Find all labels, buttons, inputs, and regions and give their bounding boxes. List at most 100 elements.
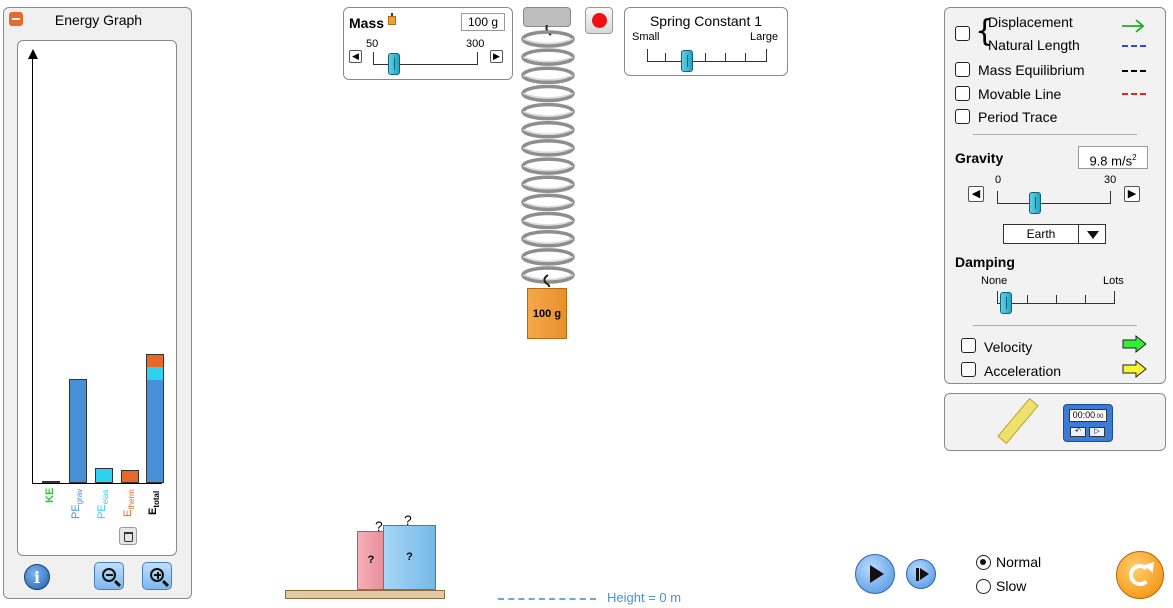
zoom-in-icon <box>150 568 164 582</box>
spring-mount <box>523 7 571 27</box>
step-icon <box>916 568 919 581</box>
gravity-max-label: 30 <box>1104 174 1117 186</box>
mystery-mass-left-hook: ? <box>375 518 383 534</box>
x-axis <box>32 483 162 484</box>
spring-min-label: Small <box>632 31 660 43</box>
movable-line-checkbox[interactable] <box>955 86 970 101</box>
reset-icon <box>1129 564 1151 586</box>
ke-label: KE <box>44 487 56 503</box>
e-therm-label: Etherm <box>122 489 137 517</box>
damping-label: Damping <box>955 254 1015 270</box>
stopwatch-reset-icon: ↶ <box>1070 427 1086 437</box>
displacement-natural-length-checkbox[interactable] <box>955 26 970 41</box>
mass-decrease-button[interactable]: ◀ <box>349 50 362 63</box>
play-icon <box>870 565 884 583</box>
spring-constant-panel: Spring Constant 1 Small Large <box>624 7 788 76</box>
movable-line-label: Movable Line <box>978 86 1062 102</box>
displacement-arrow-icon <box>1122 19 1145 33</box>
brace: { <box>975 14 995 49</box>
damping-slider-thumb[interactable] <box>1000 292 1012 314</box>
mystery-mass-left-label: ? <box>367 554 375 566</box>
slow-speed-label: Slow <box>996 578 1027 594</box>
zoom-out-icon <box>102 568 116 582</box>
chevron-down-icon <box>1087 231 1099 239</box>
normal-speed-radio[interactable] <box>976 555 991 570</box>
trash-icon <box>124 532 133 542</box>
mystery-mass-right-label: ? <box>406 551 413 563</box>
stopwatch-display: 00:00.00 <box>1069 409 1107 422</box>
info-icon: i <box>33 568 41 587</box>
zoom-in-button[interactable] <box>142 562 172 590</box>
acceleration-arrow-icon <box>1122 360 1147 378</box>
mass-slider-track <box>373 64 478 65</box>
clear-thermal-button[interactable] <box>119 527 137 545</box>
gravity-preset-select[interactable]: Earth <box>1003 224 1106 244</box>
gravity-value-display: 9.8 m/s2 <box>1078 146 1148 169</box>
spring-slider-thumb[interactable] <box>681 50 693 72</box>
damping-max-label: Lots <box>1103 275 1124 287</box>
gravity-label: Gravity <box>955 150 1004 166</box>
mass-equilibrium-label: Mass Equilibrium <box>978 62 1085 78</box>
info-button[interactable]: i <box>24 564 50 590</box>
play-button[interactable] <box>855 554 895 594</box>
e-total-label: Etotal <box>147 490 162 515</box>
divider-2 <box>973 325 1137 326</box>
period-trace-checkbox[interactable] <box>955 109 970 124</box>
gravity-preset-value: Earth <box>1026 227 1056 241</box>
spring-max-label: Large <box>750 31 779 43</box>
spring-constant-title: Spring Constant 1 <box>649 13 763 29</box>
gravity-decrease-button[interactable]: ◀ <box>968 186 984 202</box>
energy-graph-panel: Energy Graph KE PEgrav PEelas Etherm Eto… <box>3 7 192 599</box>
step-button[interactable] <box>906 559 936 589</box>
stopwatch-tool[interactable]: 00:00.00 ↶ ▷ <box>1063 404 1113 442</box>
damping-slider-track <box>997 303 1115 304</box>
height-readout: Height = 0 m <box>607 590 682 605</box>
pe-grav-label: PEgrav <box>70 488 85 519</box>
acceleration-label: Acceleration <box>984 363 1062 379</box>
period-trace-label: Period Trace <box>978 109 1058 125</box>
mass-slider-thumb[interactable] <box>388 53 400 75</box>
velocity-arrow-icon <box>1122 335 1147 353</box>
toolbox-panel: 00:00.00 ↶ ▷ <box>944 393 1166 451</box>
stopwatch-play-icon: ▷ <box>1089 427 1105 437</box>
pe-elas-label: PEelas <box>96 489 111 519</box>
stop-icon <box>592 13 607 28</box>
zoom-out-button[interactable] <box>94 562 124 590</box>
mass-control-panel: Mass 100 g 50 300 ◀ ▶ <box>343 7 513 80</box>
mass-increase-button[interactable]: ▶ <box>490 50 503 63</box>
stop-button[interactable] <box>585 7 613 34</box>
mass-value-display: 100 g <box>461 13 505 31</box>
mystery-mass-right[interactable]: ? <box>383 525 436 590</box>
pe-grav-bar <box>69 379 87 483</box>
mass-equilibrium-line-icon <box>1122 70 1146 72</box>
reset-all-button[interactable] <box>1116 551 1164 599</box>
energy-graph-area: KE PEgrav PEelas Etherm Etotal <box>17 40 177 556</box>
collapse-button[interactable] <box>9 12 23 26</box>
ke-bar <box>42 481 60 483</box>
mass-equilibrium-checkbox[interactable] <box>955 62 970 77</box>
mass-block[interactable]: 100 g <box>527 288 567 339</box>
velocity-label: Velocity <box>984 339 1033 355</box>
height-reference-line <box>498 598 596 600</box>
divider-1 <box>973 134 1137 135</box>
slow-speed-radio[interactable] <box>976 579 991 594</box>
displacement-label: Displacement <box>988 14 1073 30</box>
ruler-tool[interactable] <box>997 397 1039 445</box>
mystery-mass-left[interactable]: ? <box>357 531 385 590</box>
gravity-slider-thumb[interactable] <box>1029 192 1041 214</box>
mystery-mass-right-hook: ? <box>404 512 412 528</box>
gravity-min-label: 0 <box>995 174 1002 186</box>
e-total-bar <box>146 354 164 483</box>
velocity-checkbox[interactable] <box>961 338 976 353</box>
spring <box>521 25 575 287</box>
gravity-increase-button[interactable]: ▶ <box>1124 186 1140 202</box>
mass-block-label: 100 g <box>532 308 562 320</box>
pe-elas-bar <box>95 468 113 483</box>
damping-min-label: None <box>981 275 1008 287</box>
natural-length-line-icon <box>1122 45 1146 47</box>
acceleration-checkbox[interactable] <box>961 362 976 377</box>
natural-length-label: Natural Length <box>988 37 1080 53</box>
spring-slider-track <box>647 61 767 62</box>
y-axis <box>32 57 33 483</box>
mass-weight-icon <box>388 13 396 25</box>
